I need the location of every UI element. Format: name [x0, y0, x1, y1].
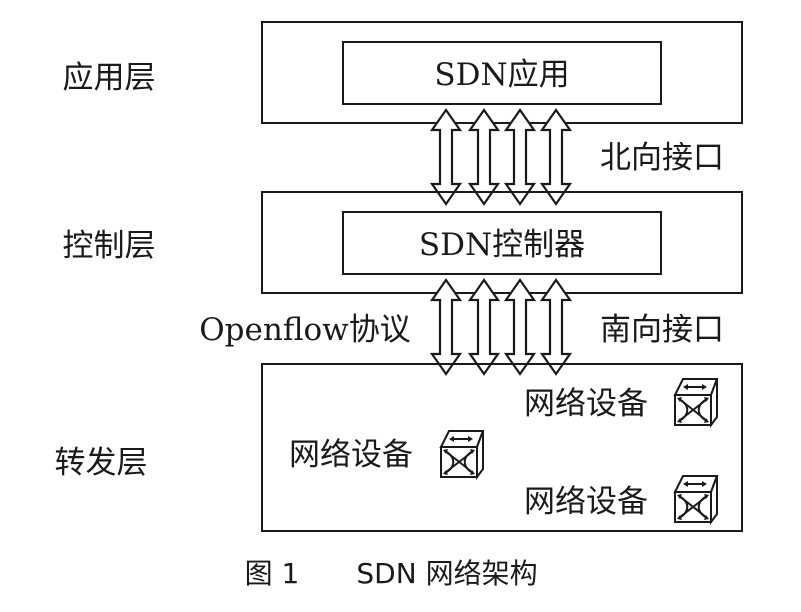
figure-number: 图 1 — [245, 557, 300, 590]
double-vertical-arrow-icon — [468, 278, 500, 376]
double-vertical-arrow-icon — [540, 278, 572, 376]
sdn-application-box — [342, 41, 662, 105]
sdn-controller-label: SDN控制器 — [419, 227, 585, 263]
network-device-bottom-right-label: 网络设备 — [524, 484, 648, 520]
southbound-interface-label: 南向接口 — [600, 312, 724, 348]
control-layer-box — [261, 191, 743, 294]
network-switch-icon — [440, 430, 484, 478]
network-device-left-label: 网络设备 — [289, 437, 413, 473]
network-switch-icon — [674, 378, 718, 426]
control-layer-label: 控制层 — [63, 228, 156, 264]
double-vertical-arrow-icon — [468, 108, 500, 206]
sdn-controller-box — [342, 211, 662, 275]
network-device-top-right-label: 网络设备 — [524, 386, 648, 422]
application-layer-label: 应用层 — [63, 60, 156, 96]
application-layer-box — [261, 21, 743, 124]
double-vertical-arrow-icon — [540, 108, 572, 206]
openflow-protocol-label: Openflow协议 — [199, 312, 410, 348]
double-vertical-arrow-icon — [504, 278, 536, 376]
southbound-arrows — [430, 278, 572, 376]
network-switch-icon — [674, 475, 718, 523]
double-vertical-arrow-icon — [504, 108, 536, 206]
northbound-arrows — [430, 108, 572, 206]
forwarding-layer-box — [261, 363, 743, 532]
sdn-application-label: SDN应用 — [434, 57, 569, 93]
double-vertical-arrow-icon — [430, 278, 462, 376]
figure-title: SDN 网络架构 — [356, 557, 537, 590]
northbound-interface-label: 北向接口 — [600, 140, 724, 176]
forwarding-layer-label: 转发层 — [55, 445, 148, 481]
double-vertical-arrow-icon — [430, 108, 462, 206]
